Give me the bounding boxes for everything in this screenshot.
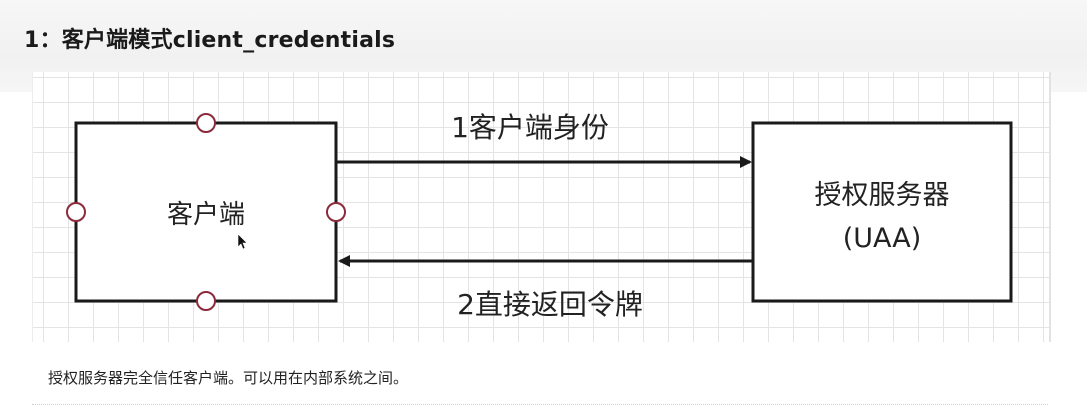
description-text: 授权服务器完全信任客户端。可以用在内部系统之间。 — [48, 369, 409, 387]
client-handle-top[interactable] — [196, 113, 216, 133]
client-box[interactable] — [74, 121, 338, 303]
request-arrow-label: 1客户端身份 — [451, 111, 609, 144]
section-heading: 1：客户端模式client_credentials — [24, 28, 396, 53]
bottom-divider — [32, 404, 1048, 405]
client-handle-right[interactable] — [326, 202, 346, 222]
server-label-line2: (UAA) — [843, 223, 922, 254]
response-arrow-label: 2直接返回令牌 — [457, 288, 643, 321]
mouse-cursor-icon — [237, 233, 248, 250]
server-box[interactable] — [751, 121, 1013, 303]
client-handle-bottom[interactable] — [196, 291, 216, 311]
client-handle-left[interactable] — [66, 202, 86, 222]
server-label-line1: 授权服务器 — [815, 180, 950, 211]
client-label: 客户端 — [167, 200, 245, 230]
